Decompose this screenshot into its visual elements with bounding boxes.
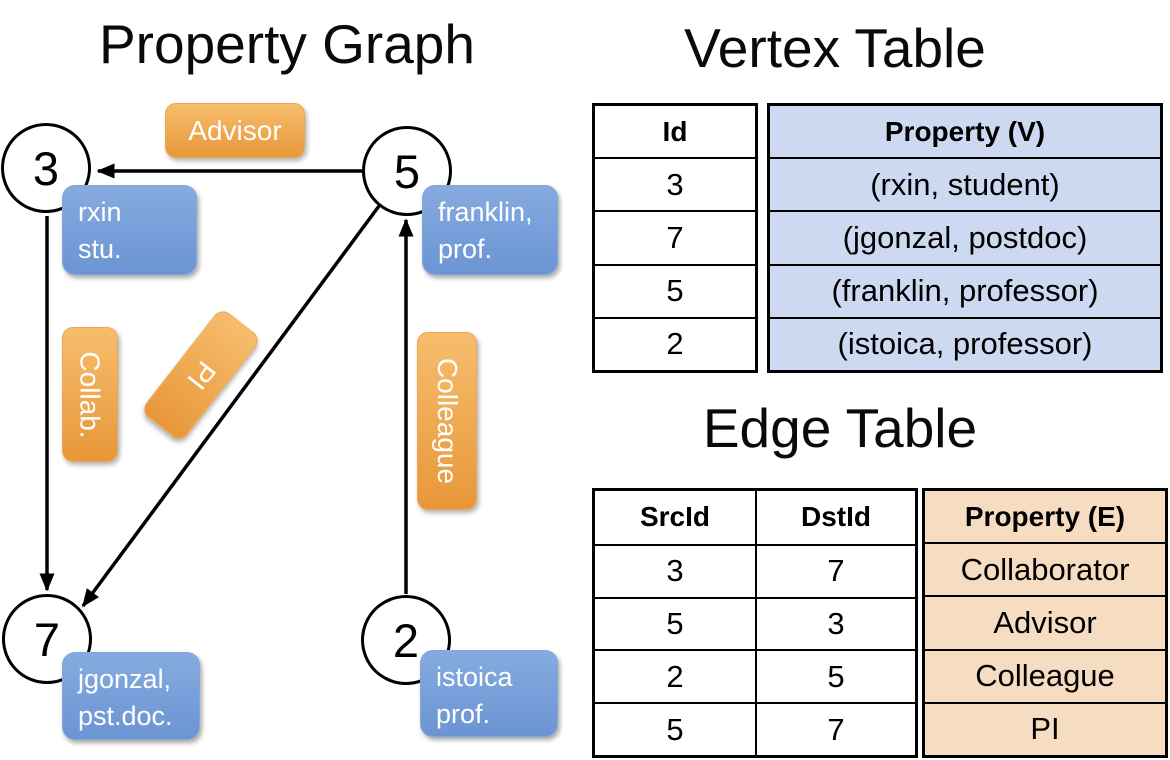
edge-label-advisor-text: Advisor: [188, 114, 282, 146]
vertex-label-jgonzal-line1: jgonzal,: [78, 664, 172, 694]
edge-label-collab-text: Collab.: [75, 350, 107, 439]
vertex-node-3-id: 3: [32, 141, 60, 195]
edge-table-srcid-cell: 5: [595, 702, 755, 755]
vertex-table-id-cell: 5: [595, 263, 755, 317]
edge-table-dstid-cell: 7: [755, 702, 915, 755]
edge-table-dstid-cell: 7: [755, 543, 915, 597]
edge-table-property-cell: Advisor: [925, 595, 1165, 648]
edge-label-colleague-text: Colleague: [432, 357, 464, 485]
vertex-label-rxin: rxin stu.: [62, 185, 197, 275]
vertex-node-2-id: 2: [392, 613, 420, 667]
edge-label-colleague: Colleague: [417, 332, 477, 510]
edge-table-header-srcid: SrcId: [639, 501, 711, 533]
edge-label-collab: Collab.: [62, 327, 118, 462]
edge-table-src-dst-columns: SrcId DstId 3 7 5 3 2 5 5 7: [592, 488, 918, 758]
vertex-table-header-property: Property (V): [884, 115, 1046, 147]
vertex-label-istoica: istoica prof.: [420, 650, 558, 737]
vertex-table-id-cell: 7: [595, 210, 755, 263]
vertex-label-jgonzal-line2: pst.doc.: [78, 701, 173, 731]
vertex-node-2: 2: [361, 595, 451, 685]
vertex-table-property-column: Property (V) (rxin, student) (jgonzal, p…: [767, 103, 1163, 373]
vertex-label-franklin-line1: franklin,: [438, 197, 533, 227]
vertex-node-5-id: 5: [393, 144, 421, 198]
vertex-table-id-cell: 3: [595, 157, 755, 210]
vertex-table-header-id: Id: [662, 115, 688, 147]
vertex-label-istoica-line1: istoica: [436, 662, 513, 692]
vertex-node-5: 5: [362, 126, 452, 216]
vertex-table-property-cell: (rxin, student): [770, 157, 1160, 210]
edge-table-dstid-cell: 5: [755, 649, 915, 703]
property-graph-title: Property Graph: [98, 13, 475, 75]
vertex-label-istoica-line2: prof.: [436, 699, 491, 729]
edge-table-header-dstid: DstId: [755, 491, 915, 544]
graph-edges-canvas: [39, 163, 414, 608]
vertex-table-id-cell: 2: [595, 316, 755, 370]
vertex-table-property-cell: (istoica, professor): [770, 316, 1160, 370]
edge-table-property-cell: PI: [925, 701, 1165, 755]
vertex-label-rxin-line1: rxin: [78, 197, 122, 227]
vertex-label-rxin-line2: stu.: [78, 234, 122, 264]
edge-table-property-cell: Collaborator: [925, 542, 1165, 595]
edge-label-advisor: Advisor: [165, 103, 305, 158]
edge-table-header-property: Property (E): [964, 500, 1126, 532]
edge-table-property-cell: Colleague: [925, 648, 1165, 702]
edge-table-dstid-cell: 3: [755, 596, 915, 650]
vertex-label-jgonzal: jgonzal, pst.doc.: [62, 652, 200, 740]
edge-label-pi-text: PI: [181, 355, 222, 396]
edge-table-srcid-cell: 2: [595, 649, 755, 702]
vertex-table-property-cell: (franklin, professor): [770, 263, 1160, 317]
edge-table-srcid-cell: 3: [595, 543, 755, 597]
vertex-node-7-id: 7: [33, 612, 61, 666]
edge-table-property-column: Property (E) Collaborator Advisor Collea…: [922, 488, 1168, 758]
vertex-label-franklin-line2: prof.: [438, 234, 493, 264]
vertex-table-title: Vertex Table: [684, 17, 986, 79]
edge-pi-arrow-5-to-7: [81, 204, 381, 608]
vertex-table-id-column: Id 3 7 5 2: [592, 103, 758, 373]
vertex-label-franklin: franklin, prof.: [422, 185, 558, 275]
edge-table-title: Edge Table: [702, 397, 978, 459]
edge-table-srcid-cell: 5: [595, 596, 755, 650]
vertex-table-property-cell: (jgonzal, postdoc): [770, 210, 1160, 263]
